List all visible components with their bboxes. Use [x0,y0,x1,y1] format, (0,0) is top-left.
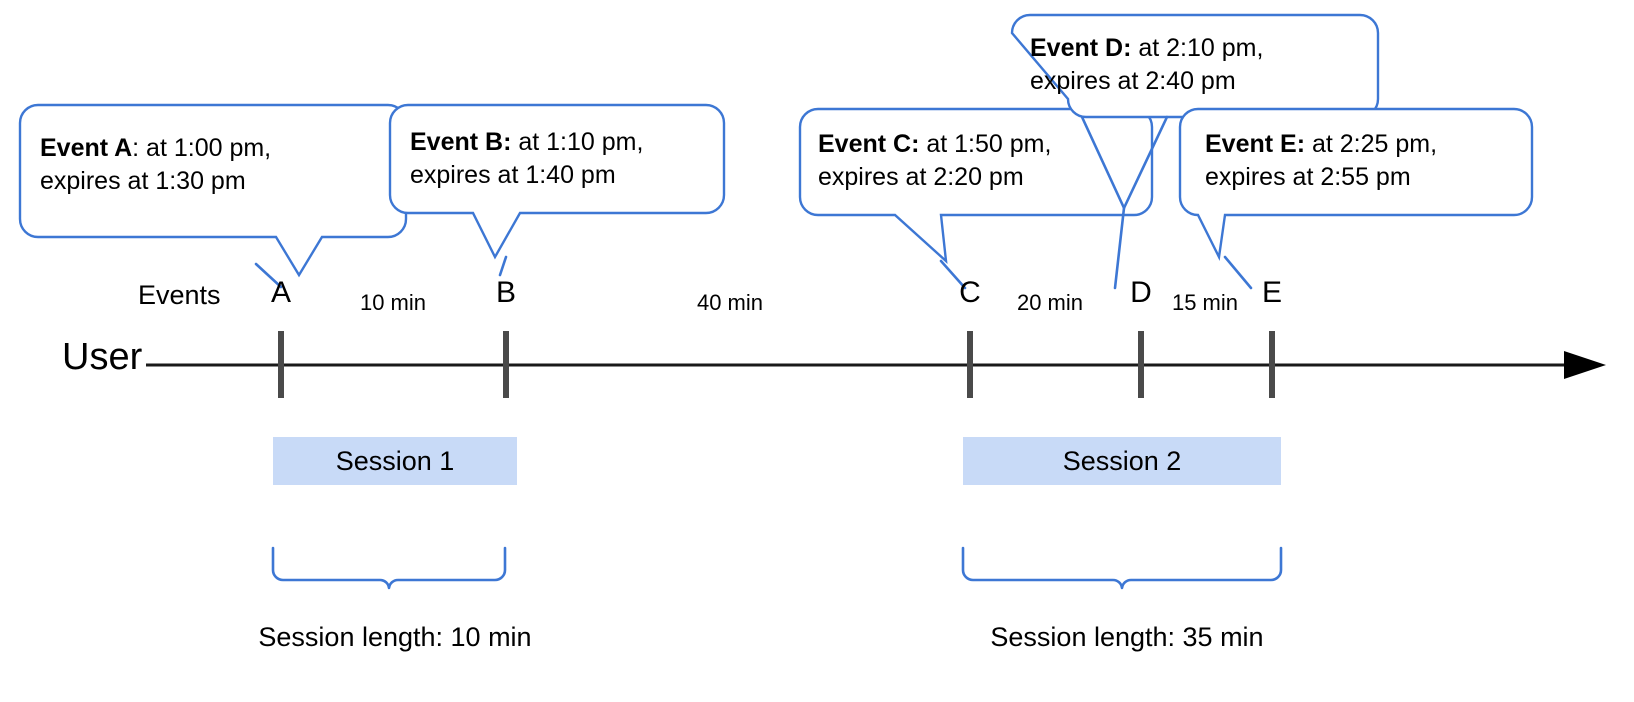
callout-c-shape [798,107,1154,264]
callout-c-rest: at 1:50 pm, [919,130,1052,158]
callout-e-line2: expires at 2:55 pm [1205,163,1411,191]
gap-label-b-c: 40 min [696,290,764,315]
timeline-arrow-icon [1564,351,1606,379]
callout-a-rest: : at 1:00 pm, [132,134,272,162]
callout-d-rest: at 2:10 pm, [1131,34,1264,62]
callout-b-pointer [498,255,508,277]
callout-e-bold: Event E: [1205,130,1306,158]
callout-e-rest: at 2:25 pm, [1305,130,1438,158]
callout-d-pointer [1113,206,1126,290]
session-1-box: Session 1 [273,437,517,485]
callout-c-pointer [939,259,967,290]
callout-c-text: Event C: at 1:50 pm, expires at 2:20 pm [818,128,1051,194]
callout-b-rest: at 1:10 pm, [511,128,644,156]
marker-label-d: D [1130,276,1152,309]
marker-label-a: A [270,276,291,309]
callout-d-text: Event D: at 2:10 pm, expires at 2:40 pm [1030,32,1263,98]
gap-label-a-b: 10 min [359,290,427,315]
callout-a-text: Event A: at 1:00 pm, expires at 1:30 pm [40,132,271,198]
callout-a-shape [18,103,408,278]
callout-b-bold: Event B: [410,128,512,156]
session-2-box: Session 2 [963,437,1281,485]
callout-a-line2: expires at 1:30 pm [40,167,246,195]
gap-label-c-d: 20 min [1016,290,1084,315]
callout-b-line2: expires at 1:40 pm [410,161,616,189]
session-1-length-label: Session length: 10 min [258,622,532,652]
callout-a-bold: Event A [40,134,133,162]
callout-d-line2: expires at 2:40 pm [1030,67,1236,95]
callout-e-text: Event E: at 2:25 pm, expires at 2:55 pm [1205,128,1437,194]
marker-label-c: C [959,276,981,309]
callout-e-pointer [1223,255,1253,290]
lane-label-user: User [62,336,143,378]
callout-b-shape [388,103,726,260]
session-2-brace [961,546,1283,590]
callout-c-bold: Event C: [818,130,920,158]
session-1-brace [271,546,507,590]
callout-d-bold: Event D: [1030,34,1132,62]
callout-c-line2: expires at 2:20 pm [818,163,1024,191]
callout-e-shape [1178,107,1534,261]
marker-label-e: E [1261,276,1282,309]
marker-label-b: B [495,276,516,309]
session-2-length-label: Session length: 35 min [990,622,1264,652]
callout-a-pointer [254,262,283,289]
gap-label-d-e: 15 min [1171,290,1239,315]
callout-b-text: Event B: at 1:10 pm, expires at 1:40 pm [410,126,643,192]
lane-label-events: Events [138,280,221,310]
